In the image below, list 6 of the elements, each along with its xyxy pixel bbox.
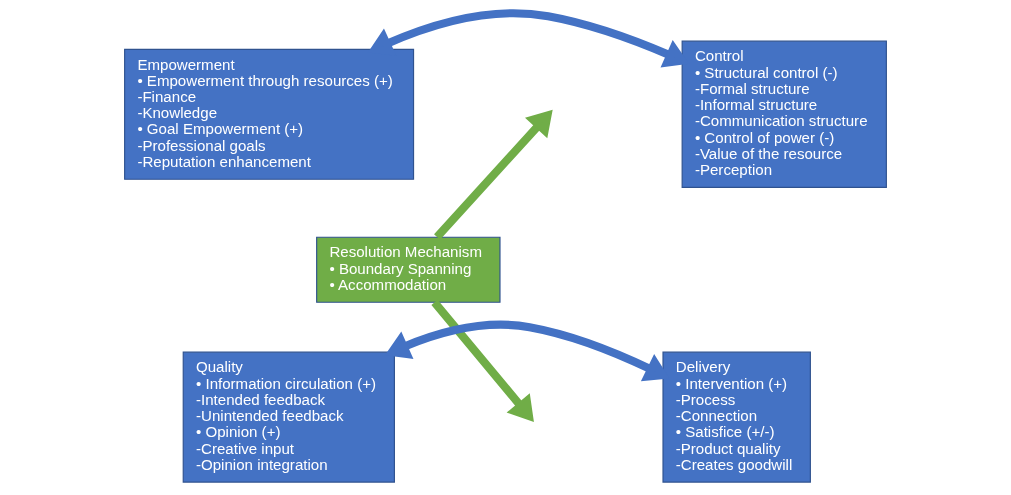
- node-box: Resolution Mechanism • Boundary Spanning • Accommodation: [316, 236, 501, 303]
- node-box: Control • Structural control (-) -Formal structure -Informal structure -Communication structure • Control of power (-) -Value of the resource -Perception: [681, 40, 887, 188]
- node-box: Empowerment • Empowerment through resources (+) -Finance -Knowledge • Goal Empowerment (+) -Professional goals -Reputation enhancement: [124, 48, 415, 180]
- arrow: [434, 109, 553, 240]
- node-box: Delivery • Intervention (+) -Process -Connection • Satisfice (+/-) -Product quality -Creates goodwill: [662, 351, 811, 483]
- node-box: Quality • Information circulation (+) -Intended feedback -Unintended feedback • Opinion (+) -Creative input -Opinion integration: [182, 351, 395, 483]
